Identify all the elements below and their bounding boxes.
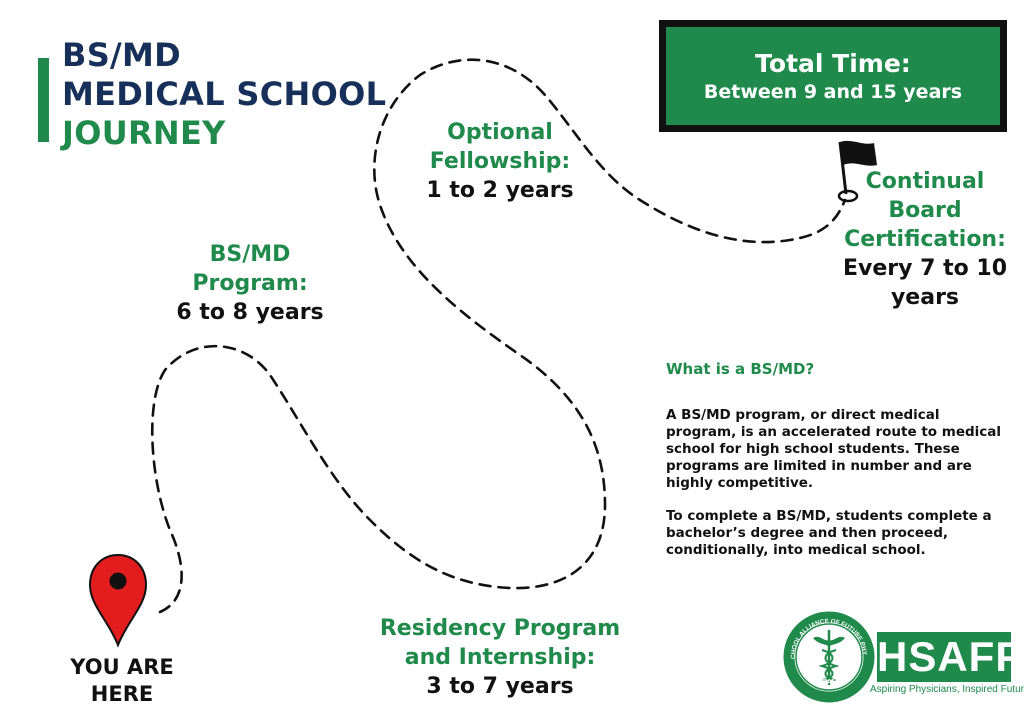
total-time-box: Total Time: Between 9 and 15 years xyxy=(659,20,1007,132)
total-time-heading: Total Time: xyxy=(755,49,911,78)
map-pin-icon xyxy=(88,553,148,648)
stage-fellowship: Optional Fellowship: 1 to 2 years xyxy=(400,118,600,205)
total-time-value: Between 9 and 15 years xyxy=(703,81,963,103)
stage-residency-duration: 3 to 7 years xyxy=(426,674,574,699)
info-question: What is a BS/MD? xyxy=(666,360,815,378)
info-paragraph-1: A BS/MD program, or direct medical progr… xyxy=(666,407,1002,491)
stage-bsmd-duration: 6 to 8 years xyxy=(176,300,324,325)
stage-board-certification: Continual Board Certification: Every 7 t… xyxy=(830,167,1020,312)
logo-ring-text-bottom: HSAFP xyxy=(817,677,842,686)
stage-residency: Residency Program and Internship: 3 to 7… xyxy=(365,614,635,701)
stage-board-label-3: Certification: xyxy=(844,227,1006,252)
title-line-3: JOURNEY xyxy=(62,114,226,152)
logo-ring-text-top: HIGH SCHOOL ALLIANCE OF FUTURE PHYSICIAN… xyxy=(0,0,868,659)
stage-board-label-1: Continual xyxy=(865,169,985,194)
info-section: What is a BS/MD? A BS/MD program, or dir… xyxy=(666,358,1006,575)
page-title: BS/MD MEDICAL SCHOOL JOURNEY xyxy=(62,36,392,153)
stage-bsmd-label-2: Program: xyxy=(192,271,308,296)
you-are-here-line-1: YOU ARE xyxy=(70,655,174,679)
you-are-here-line-2: HERE xyxy=(90,682,154,706)
stage-bsmd-program: BS/MD Program: 6 to 8 years xyxy=(150,240,350,327)
flag-icon xyxy=(837,140,877,203)
hsafp-logo-tagline: Aspiring Physicians, Inspired Futures xyxy=(870,684,1024,695)
stage-fellowship-label-1: Optional xyxy=(447,120,553,145)
title-line-1: BS/MD xyxy=(62,36,182,74)
caduceus-icon xyxy=(783,611,875,703)
stage-board-label-2: Board xyxy=(888,198,962,223)
journey-path xyxy=(150,58,847,614)
hsafp-logo-wordmark: HSAFP xyxy=(877,632,1024,682)
stage-board-duration-2: years xyxy=(890,285,960,310)
stage-fellowship-label-2: Fellowship: xyxy=(429,149,571,174)
stage-residency-label-2: and Internship: xyxy=(404,645,596,670)
stage-bsmd-label-1: BS/MD xyxy=(209,242,291,267)
total-time-panel: Total Time: Between 9 and 15 years xyxy=(666,27,1000,125)
stage-residency-label-1: Residency Program xyxy=(379,616,621,641)
stage-fellowship-duration: 1 to 2 years xyxy=(426,178,574,203)
title-accent-bar xyxy=(38,58,49,142)
you-are-here-label: YOU ARE HERE xyxy=(52,654,192,708)
title-line-2: MEDICAL SCHOOL xyxy=(62,75,387,113)
info-paragraph-2: To complete a BS/MD, students complete a… xyxy=(666,508,992,558)
stage-board-duration-1: Every 7 to 10 xyxy=(842,256,1007,281)
